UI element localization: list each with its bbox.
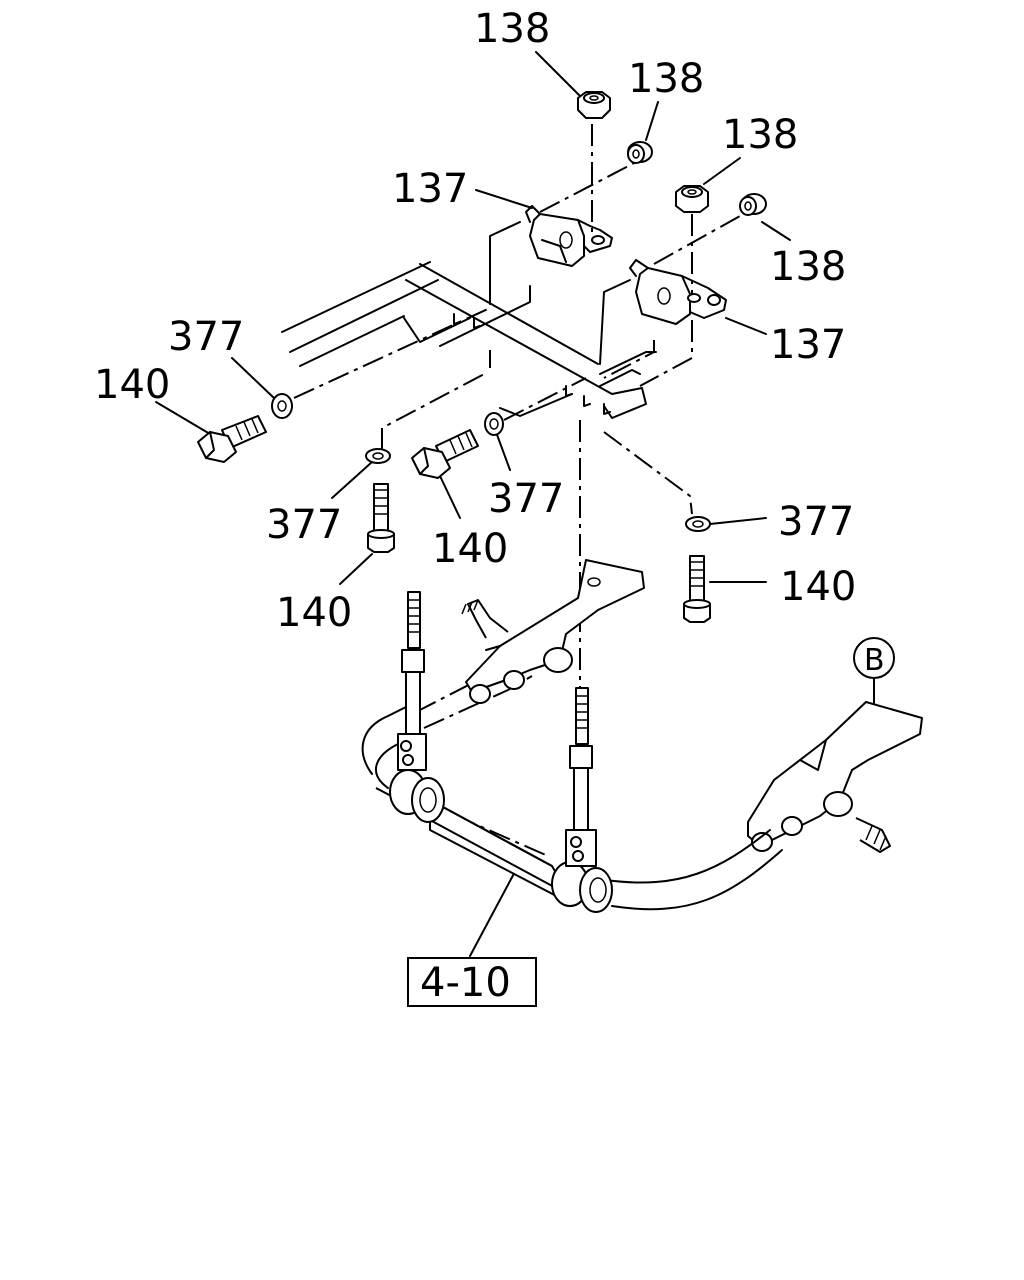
callout-138-washer-right: 138 (770, 244, 846, 290)
bolt-left (197, 415, 267, 463)
washer-left-upper (271, 393, 293, 419)
flange-nut-right (675, 185, 709, 213)
reference-box-frame (407, 957, 537, 1007)
callout-138-washer-top: 138 (628, 56, 704, 102)
lower-right-mount-bracket (747, 701, 923, 853)
bolt-lower-left (367, 483, 395, 553)
callout-138-nut-top: 138 (474, 6, 550, 52)
washer-center (484, 412, 504, 436)
stabilizer-link-left (397, 591, 427, 771)
reference-circle-label: B (864, 643, 885, 678)
flange-washer-top (627, 141, 653, 164)
bolt-center (411, 429, 479, 479)
lower-left-mount-bracket (461, 559, 645, 704)
callout-140-bolt-lower-left: 140 (276, 590, 352, 636)
washer-right-lower (685, 516, 711, 532)
leader-lines (155, 51, 791, 957)
bracket-left (525, 205, 613, 267)
stabilizer-bar (361, 699, 783, 913)
callout-138-nut-right: 138 (722, 112, 798, 158)
reference-box-label: 4-10 (420, 960, 511, 1006)
bolt-right (683, 555, 711, 623)
frame-crossmember (281, 221, 657, 419)
callout-377-washer-left-upper: 377 (168, 314, 244, 360)
callout-377-washer-center: 377 (488, 476, 564, 522)
callout-137-bracket-right: 137 (770, 322, 846, 368)
callout-140-bolt-left: 140 (94, 362, 170, 408)
callout-140-bolt-center: 140 (432, 526, 508, 572)
flange-washer-right (739, 193, 767, 216)
callout-377-washer-right-lower: 377 (778, 499, 854, 545)
washer-left-lower (365, 448, 391, 464)
bracket-right (629, 259, 727, 325)
flange-nut-top (577, 91, 611, 119)
callout-137-bracket-left: 137 (392, 166, 468, 212)
callout-377-washer-left-lower: 377 (266, 502, 342, 548)
stabilizer-link-right (565, 687, 597, 867)
callout-140-bolt-right: 140 (780, 564, 856, 610)
